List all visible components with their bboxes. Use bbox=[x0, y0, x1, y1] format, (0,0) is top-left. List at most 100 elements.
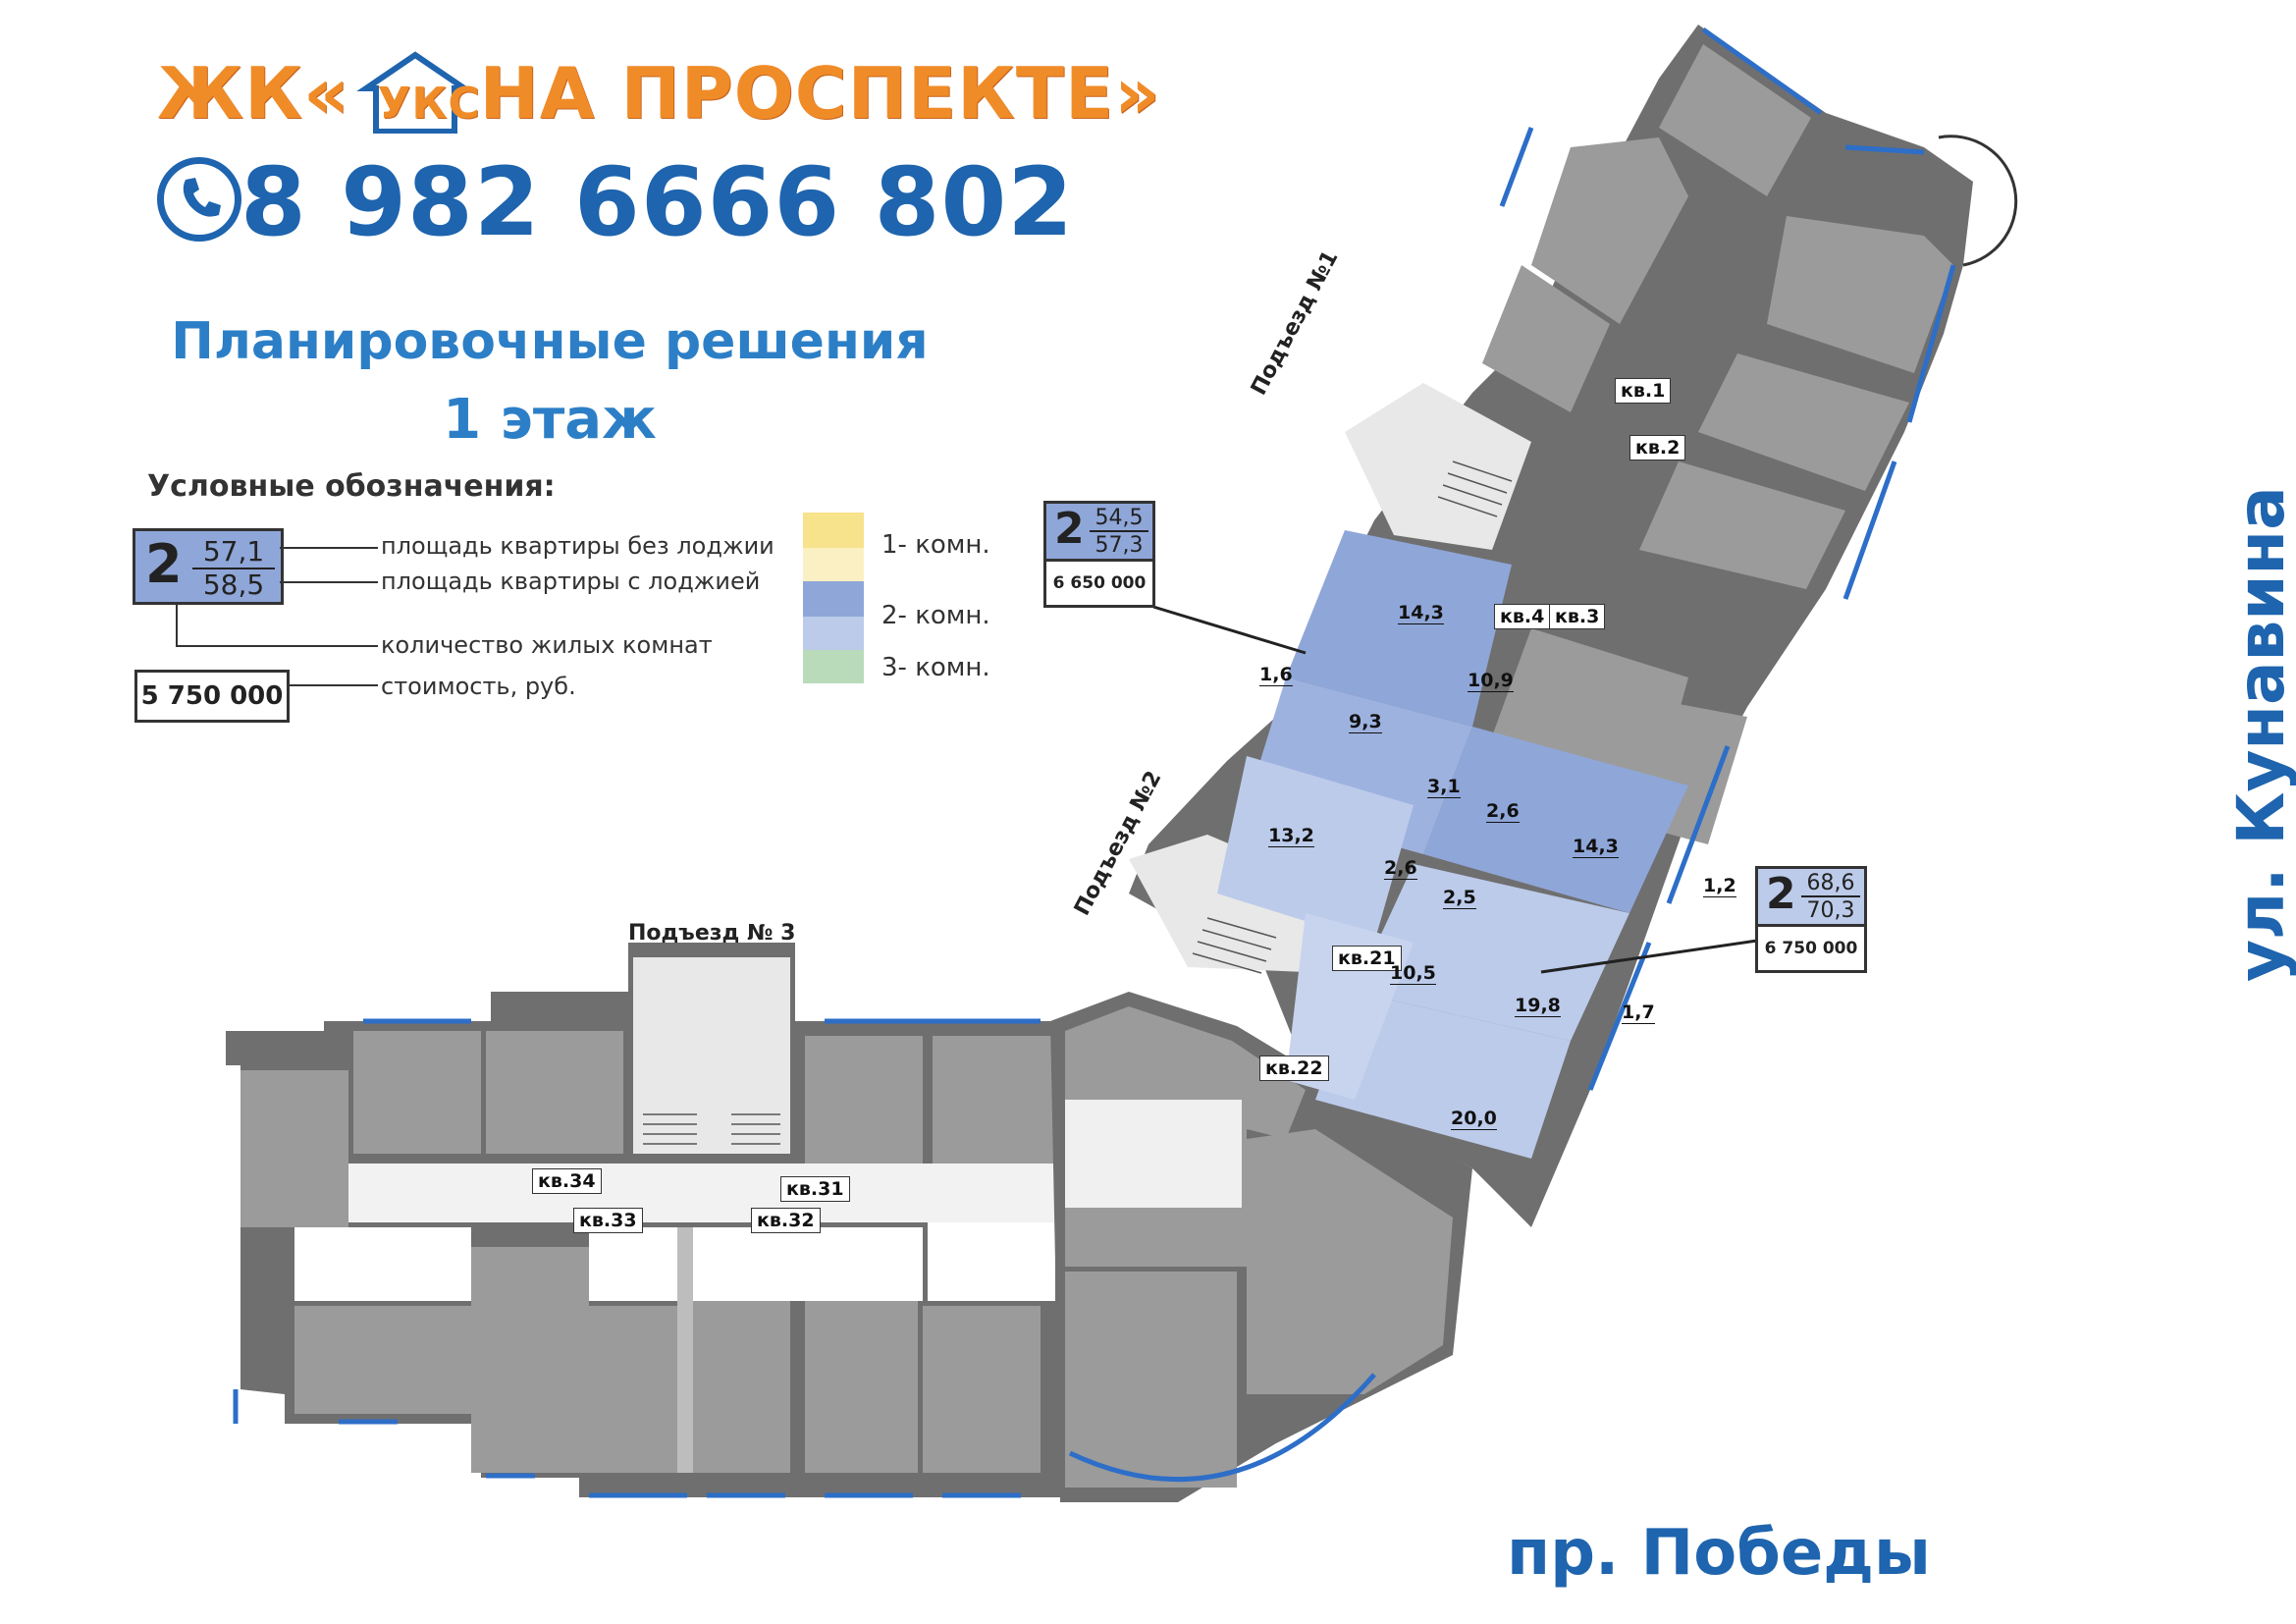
two-room-apt-b bbox=[1355, 864, 1629, 1041]
corridor bbox=[589, 1227, 923, 1301]
legend-title: Условные обозначения: bbox=[147, 469, 556, 504]
room-area: 10,9 bbox=[1468, 670, 1514, 692]
floor-title: 1 этаж bbox=[443, 388, 657, 452]
apartment-room bbox=[1531, 137, 1688, 324]
corridor bbox=[294, 1227, 471, 1301]
room-area: 13,2 bbox=[1268, 825, 1314, 847]
street-pobedy: пр. Победы bbox=[1507, 1517, 1931, 1590]
apartment-room bbox=[1698, 353, 1909, 491]
apartment-room bbox=[1659, 44, 1811, 196]
swatch-1-room-dark bbox=[803, 513, 864, 548]
corner-wing bbox=[1050, 992, 1472, 1502]
apartment-room bbox=[923, 1306, 1041, 1473]
window bbox=[1068, 1373, 1376, 1483]
apt-label-kv34[interactable]: кв.34 bbox=[532, 1168, 602, 1194]
legend-label-rooms: количество жилых комнат bbox=[381, 631, 713, 659]
swatch-label-1-room: 1- комн. bbox=[881, 530, 990, 560]
apt-label-kv4[interactable]: кв.4 bbox=[1494, 604, 1551, 629]
apartment-room bbox=[471, 1247, 589, 1473]
legend-rooms-value: 2 bbox=[145, 533, 183, 595]
phone-number[interactable]: 8 982 6666 802 bbox=[240, 147, 1075, 257]
two-room-apt-a bbox=[1423, 727, 1688, 913]
balcony bbox=[1938, 135, 2018, 267]
street-kunavina: ул. Кунавина bbox=[2223, 486, 2296, 982]
offer-2-rooms: 2 bbox=[1766, 869, 1796, 919]
legend-area-no-loggia: 57,1 bbox=[192, 535, 275, 569]
pointer-line bbox=[1540, 939, 1758, 974]
shaft bbox=[677, 1227, 693, 1473]
apartment-room bbox=[486, 1031, 623, 1154]
entrance-3-label: Подъезд № 3 bbox=[628, 921, 796, 946]
brand-suffix: НА ПРОСПЕКТЕ» bbox=[479, 52, 1161, 135]
room-area: 2,6 bbox=[1486, 800, 1520, 823]
room-area: 2,5 bbox=[1443, 887, 1476, 909]
page-title: Планировочные решения bbox=[171, 312, 929, 371]
apartment-room bbox=[240, 1070, 348, 1227]
offer-badge-1[interactable]: 2 54,5 57,3 bbox=[1043, 501, 1155, 562]
apartment-room bbox=[933, 1036, 1055, 1164]
legend-area-with-loggia: 58,5 bbox=[202, 568, 265, 601]
legend-sample-price: 5 750 000 bbox=[134, 670, 290, 723]
apartment-room bbox=[589, 1306, 677, 1473]
room-area: 3,1 bbox=[1427, 776, 1461, 798]
offer-badge-2[interactable]: 2 68,6 70,3 bbox=[1755, 866, 1867, 927]
phone-icon bbox=[157, 157, 241, 242]
two-room-apt-b bbox=[1217, 756, 1414, 943]
legend-leader-lines bbox=[176, 547, 378, 686]
apt-label-kv1[interactable]: кв.1 bbox=[1615, 378, 1672, 404]
offer-1-area-no-loggia: 54,5 bbox=[1090, 506, 1148, 532]
room-area: 2,6 bbox=[1384, 857, 1417, 880]
apartment-room bbox=[805, 1036, 923, 1164]
left-wing bbox=[226, 943, 1060, 1498]
offer-1-area-with-loggia: 57,3 bbox=[1095, 533, 1144, 558]
apartment-room bbox=[1065, 1272, 1237, 1488]
logo-house-icon: УКС bbox=[355, 49, 480, 135]
swatch-2-room-dark bbox=[803, 581, 864, 617]
stair-core-3 bbox=[633, 957, 790, 1154]
apartment-room bbox=[353, 1031, 481, 1154]
swatch-3-room bbox=[803, 650, 864, 683]
apartment-room bbox=[1247, 1129, 1453, 1394]
apt-label-kv31[interactable]: кв.31 bbox=[780, 1176, 850, 1202]
legend-label-area-with-loggia: площадь квартиры с лоджией bbox=[381, 568, 761, 595]
apt-label-kv22[interactable]: кв.22 bbox=[1259, 1056, 1329, 1081]
swatch-1-room-light bbox=[803, 548, 864, 581]
room-area: 20,0 bbox=[1451, 1108, 1497, 1130]
room-area: 14,3 bbox=[1573, 836, 1619, 858]
room-area: 1,7 bbox=[1622, 1001, 1655, 1024]
swatch-label-3-room: 3- комн. bbox=[881, 653, 990, 682]
swatch-label-2-room: 2- комн. bbox=[881, 601, 990, 630]
room-area: 1,2 bbox=[1703, 875, 1736, 897]
apt-label-kv3[interactable]: кв.3 bbox=[1549, 604, 1606, 629]
apt-label-kv32[interactable]: кв.32 bbox=[751, 1208, 821, 1233]
room-area: 9,3 bbox=[1349, 711, 1382, 733]
room-area: 19,8 bbox=[1515, 995, 1561, 1017]
offer-2-area-with-loggia: 70,3 bbox=[1806, 898, 1855, 923]
two-room-apt-a bbox=[1286, 530, 1512, 727]
apt-label-kv2[interactable]: кв.2 bbox=[1629, 435, 1686, 460]
logo-text: УКС bbox=[377, 79, 481, 129]
offer-2-area-no-loggia: 68,6 bbox=[1801, 871, 1860, 897]
room-area: 14,3 bbox=[1398, 602, 1444, 624]
apt-label-kv21[interactable]: кв.21 bbox=[1332, 946, 1402, 971]
corridor bbox=[1065, 1100, 1242, 1208]
legend-sample-badge: 2 57,1 58,5 bbox=[133, 528, 284, 605]
room-area: 10,5 bbox=[1390, 962, 1436, 985]
apt-label-kv33[interactable]: кв.33 bbox=[573, 1208, 643, 1233]
pointer-line bbox=[1152, 605, 1307, 655]
swatch-2-room-light bbox=[803, 617, 864, 650]
offer-2-price: 6 750 000 bbox=[1755, 924, 1867, 973]
apartment-room bbox=[1639, 461, 1845, 589]
legend-label-area-no-loggia: площадь квартиры без лоджии bbox=[381, 532, 774, 560]
apartment-room bbox=[294, 1306, 471, 1414]
offer-1-rooms: 2 bbox=[1054, 504, 1085, 554]
brand-prefix: ЖК« bbox=[157, 52, 350, 135]
apartment-room bbox=[1767, 216, 1953, 373]
corridor bbox=[928, 1222, 1055, 1301]
stair-core-1 bbox=[1345, 383, 1531, 550]
legend-label-price: стоимость, руб. bbox=[381, 673, 576, 700]
brand-title: ЖК« УКС НА ПРОСПЕКТЕ» bbox=[157, 49, 1161, 135]
corridor bbox=[348, 1164, 1055, 1222]
offer-1-price: 6 650 000 bbox=[1043, 559, 1155, 608]
apartment-room bbox=[1482, 265, 1610, 412]
